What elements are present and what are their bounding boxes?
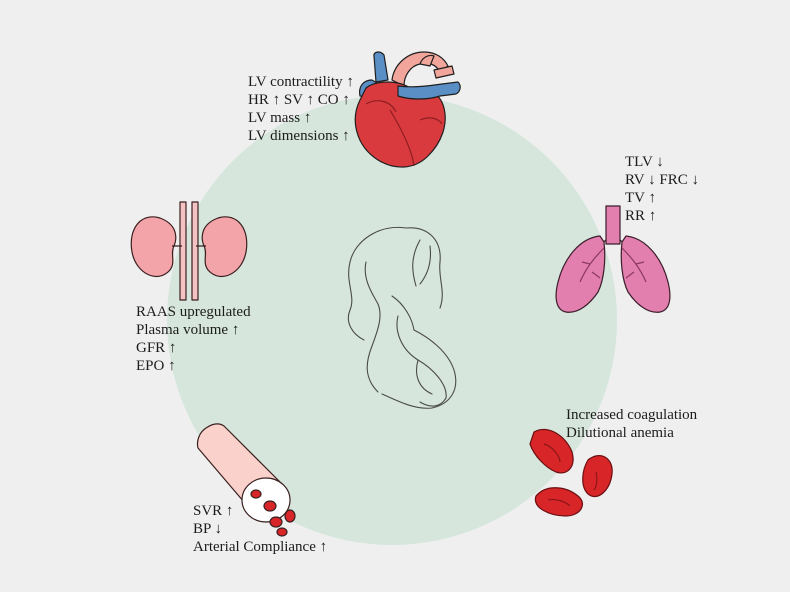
- lungs-label: TLV ↓ RV ↓ FRC ↓ TV ↑ RR ↑: [625, 153, 699, 225]
- vessel-label-line: Arterial Compliance ↑: [193, 539, 328, 555]
- red-blood-cells-icon: [529, 428, 613, 517]
- lungs-label-line: TV ↑: [625, 190, 656, 206]
- central-circle: [167, 95, 617, 545]
- lungs-label-line: TLV ↓: [625, 154, 664, 170]
- blood-label-line: Increased coagulation: [566, 407, 698, 423]
- kidneys-label-line: RAAS upregulated: [136, 304, 251, 320]
- heart-label-line: HR ↑ SV ↑ CO ↑: [248, 92, 350, 108]
- kidneys-label-line: GFR ↑: [136, 340, 177, 356]
- blood-label: Increased coagulation Dilutional anemia: [566, 406, 697, 442]
- kidneys-label-line: EPO ↑: [136, 358, 176, 374]
- heart-label-line: LV dimensions ↑: [248, 128, 350, 144]
- vessel-label-line: BP ↓: [193, 521, 223, 537]
- kidneys-label: RAAS upregulated Plasma volume ↑ GFR ↑ E…: [136, 303, 251, 375]
- vessel-label: SVR ↑ BP ↓ Arterial Compliance ↑: [193, 502, 327, 556]
- heart-label-line: LV contractility ↑: [248, 74, 354, 90]
- lungs-icon: [555, 205, 671, 313]
- pregnant-woman-icon: [347, 226, 457, 409]
- kidneys-label-line: Plasma volume ↑: [136, 322, 240, 338]
- kidneys-icon: [130, 201, 248, 301]
- lungs-label-line: RR ↑: [625, 208, 657, 224]
- lungs-label-line: RV ↓ FRC ↓: [625, 172, 699, 188]
- heart-label-line: LV mass ↑: [248, 110, 312, 126]
- heart-icon: [354, 51, 461, 168]
- vessel-label-line: SVR ↑: [193, 503, 234, 519]
- blood-label-line: Dilutional anemia: [566, 425, 674, 441]
- blood-vessel-icon: [196, 423, 296, 537]
- heart-label: LV contractility ↑ HR ↑ SV ↑ CO ↑ LV mas…: [248, 73, 354, 145]
